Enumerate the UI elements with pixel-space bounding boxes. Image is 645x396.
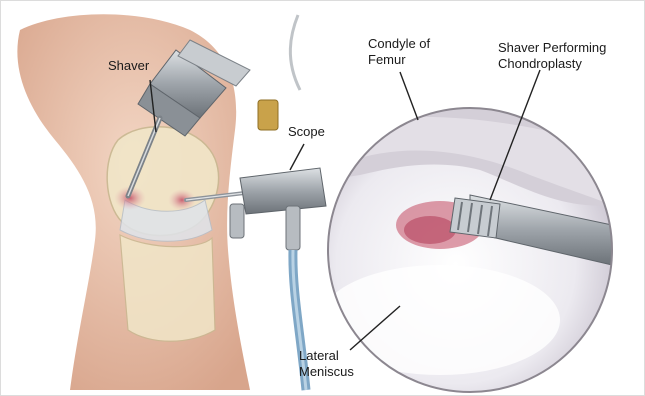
meniscus-label: Lateral Meniscus: [299, 348, 354, 380]
scope-label: Scope: [288, 124, 325, 140]
condyle-label: Condyle of Femur: [368, 36, 430, 68]
shaver-performing-label: Shaver Performing Chondroplasty: [498, 40, 606, 72]
shaver-label: Shaver: [108, 58, 149, 74]
